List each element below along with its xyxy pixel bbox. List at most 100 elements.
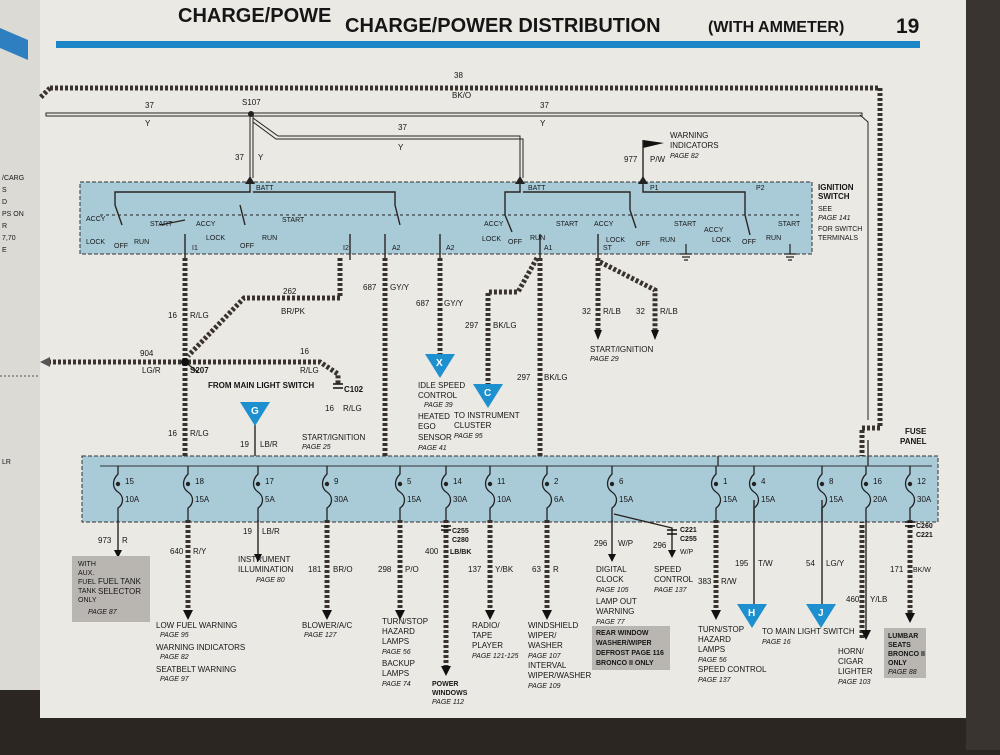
fuse-9-rating: 30A [334, 495, 349, 504]
ignition-switch-title: IGNITION [818, 183, 854, 192]
wire-label: 262 [283, 287, 297, 296]
marker-x-icon [425, 354, 455, 378]
load-label: LOW FUEL WARNING [156, 621, 237, 630]
load-label: WINDSHIELD [528, 621, 578, 630]
load-page: PAGE 25 [302, 444, 331, 451]
fuse-4-contact [751, 481, 757, 487]
wire-label: 383 [698, 577, 712, 586]
splice-s207 [181, 358, 189, 366]
arrow-icon [594, 330, 602, 340]
wire-label: 32 [582, 307, 591, 316]
load-label: WARNING INDICATORS [156, 643, 245, 652]
left-fragment: E [2, 247, 7, 254]
load-label: CLUSTER [454, 421, 492, 430]
load-page: PAGE 39 [424, 402, 453, 409]
warning-flag-icon [643, 140, 664, 148]
pos-label: RUN [660, 237, 675, 244]
marker-label: H [748, 608, 755, 619]
load-label: INTERVAL [528, 661, 567, 670]
fuse-4-icon [748, 466, 760, 522]
fuse-12-contact [907, 481, 913, 487]
load-label: INSTRUMENT [238, 555, 291, 564]
load-label: EGO [418, 422, 436, 431]
left-fragment: D [2, 199, 7, 206]
fuse-18-icon [182, 466, 194, 522]
fuse-8-rating: 15A [829, 495, 844, 504]
pos-label: OFF [636, 241, 650, 248]
load-label: START/IGNITION [590, 345, 653, 354]
wire-label: Y [258, 153, 264, 162]
wire-label: Y/LB [870, 595, 887, 604]
wire-label: 687 [416, 299, 430, 308]
pos-label: ACCY [196, 221, 216, 228]
wire-label: Y/BK [495, 565, 514, 574]
wire-label: 973 [98, 536, 112, 545]
fuse-11-number: 11 [497, 477, 506, 486]
wire-262 [186, 258, 343, 358]
wire-label: 37 [235, 153, 244, 162]
load-label: LUMBAR [888, 633, 918, 640]
pos-label: OFF [240, 243, 254, 250]
load-label: POWER [432, 681, 458, 688]
fuse-11-rating: 10A [497, 495, 512, 504]
fuse-feed [717, 440, 869, 466]
fuse-15-number: 15 [125, 477, 134, 486]
wire-37-main [45, 112, 863, 117]
load-label: TO INSTRUMENT [454, 411, 520, 420]
rear-window-box [592, 626, 670, 670]
switch-terminals [184, 234, 599, 260]
wire-38-end [38, 86, 52, 100]
pos-label: LOCK [86, 239, 105, 246]
fuse-6-number: 6 [619, 477, 624, 486]
load-label: SELECTOR [98, 587, 141, 596]
fuse-panel-title: FUSE [905, 427, 927, 436]
batt-label: BATT [528, 185, 546, 192]
wire-label: R/LG [300, 366, 319, 375]
wire-label: P/O [405, 565, 419, 574]
from-main-light-label: FROM MAIN LIGHT SWITCH [208, 381, 314, 390]
load-label: DEFROST PAGE 116 [596, 650, 664, 657]
terminal-label: A2 [392, 245, 401, 252]
wire-label: 298 [378, 565, 392, 574]
wire-label: 38 [454, 71, 463, 80]
wire-arrows [114, 550, 915, 676]
wire-label: 460 [846, 595, 860, 604]
load-label: CONTROL [654, 575, 694, 584]
load-page: PAGE 127 [304, 632, 338, 639]
fuse-11-contact [487, 481, 493, 487]
connector-label: C260 [916, 523, 933, 530]
wire-label: R/LB [603, 307, 621, 316]
load-label: WIPER/ [528, 631, 557, 640]
middle-wiring [40, 256, 659, 458]
pos-label: START [150, 221, 173, 228]
fuse-6-contact [609, 481, 615, 487]
load-label: LAMPS [382, 637, 409, 646]
splice-s107 [248, 111, 254, 117]
fuse-panel-title: PANEL [900, 437, 927, 446]
fuse-1-rating: 15A [723, 495, 738, 504]
fuse-5-number: 5 [407, 477, 412, 486]
ignition-switch-box [79, 181, 813, 255]
terminal-arrow-icon [515, 176, 525, 184]
connector-icon [333, 383, 343, 389]
fuse-18-rating: 15A [195, 495, 210, 504]
load-page: PAGE 56 [382, 649, 411, 656]
fuse-1-icon [710, 466, 722, 522]
left-page-tab [0, 28, 28, 60]
fuse-6-icon [606, 466, 618, 522]
load-label: TURN/STOP [698, 625, 744, 634]
wire-label: BK/LG [544, 373, 568, 382]
load-label: HEATED [418, 412, 450, 421]
faded-header-text: CHARGE/POWE [178, 5, 331, 27]
load-page: PAGE 103 [838, 679, 871, 686]
wire-label: GY/Y [390, 283, 410, 292]
load-label: BLOWER/A/C [302, 621, 352, 630]
splice-s107-label: S107 [242, 98, 261, 107]
wire-label: 904 [140, 349, 154, 358]
splice-s207-label: S207 [190, 366, 209, 375]
load-page: PAGE 41 [418, 445, 447, 452]
fuse-9-icon [321, 466, 333, 522]
terminal-arrow-icon [638, 176, 648, 184]
ignition-switch-internals [100, 176, 800, 261]
load-label: WIPER/WASHER [528, 671, 591, 680]
